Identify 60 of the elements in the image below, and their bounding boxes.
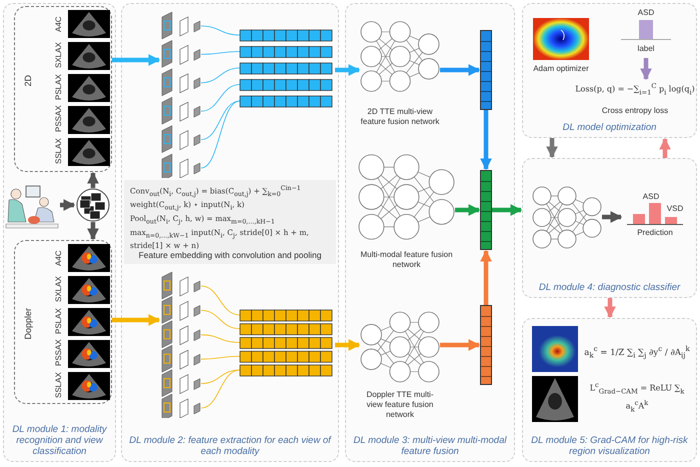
module-title: DL module 2: feature extraction for each view of each modality <box>128 435 332 457</box>
arrow <box>546 138 558 158</box>
class-label: ASD <box>642 192 660 202</box>
feature-vector-bar <box>480 30 492 110</box>
arrow <box>480 110 492 170</box>
view-label: PSLAX <box>54 76 64 100</box>
image-caption: Adam optimizer <box>532 64 590 74</box>
arrow <box>604 298 616 318</box>
arrow <box>87 222 99 240</box>
feature-vector-bar <box>480 305 492 385</box>
view-label: SXLAX <box>54 278 64 302</box>
network-caption: Multi-modal feature fusion network <box>359 250 454 270</box>
module-panel <box>522 158 697 298</box>
module-title: DL module 1: modality recognition and view classification <box>11 424 108 457</box>
arrow <box>492 204 522 216</box>
view-label: PSSAX <box>54 342 64 366</box>
arrow <box>602 211 622 223</box>
view-label: SSLAX <box>54 140 64 164</box>
module-title: DL module 4: diagnostic classifier <box>538 282 682 293</box>
module-title: DL module 3: multi-view multi-modal feature fusion <box>352 435 508 457</box>
arrow <box>112 314 160 326</box>
view-label: A4C <box>54 249 64 268</box>
view-label: SXLAX <box>54 44 64 68</box>
formula-caption: Feature embedding with convolution and pooling <box>138 250 322 260</box>
view-label: PSSAX <box>54 108 64 132</box>
view-label: A4C <box>54 15 64 34</box>
arrow <box>480 250 492 305</box>
network-caption: Doppler TTE multi-view feature fusion network <box>366 390 434 420</box>
module-panel <box>3 3 116 462</box>
arrow <box>440 64 480 76</box>
loss-formula: Loss(p, q) = −∑$_{i=1}$$^{C}$ p$_{i}$ log(q$_{i}$) <box>575 81 695 98</box>
network-caption: 2D TTE multi-view feature fusion network <box>360 107 440 127</box>
arrow <box>335 339 360 351</box>
arrow <box>640 58 652 80</box>
module-panel <box>522 318 697 462</box>
module-title: DL module 5: Grad-CAM for high-risk region visualization <box>530 435 689 457</box>
grad-cam-formula: L$^{c}$$_{Grad−CAM}$ = ReLU ∑$_{k}$ a$_{k}$$^{c}$A$^{k}$ <box>588 380 686 416</box>
class-label: ASD <box>636 8 656 18</box>
module-panel <box>522 3 697 138</box>
view-group-box <box>14 6 112 172</box>
feature-vector-bar <box>480 170 492 250</box>
axis-label: label <box>636 44 656 54</box>
formula-caption: Cross entropy loss <box>600 106 670 116</box>
module-panel <box>345 3 515 462</box>
arrow <box>112 54 160 66</box>
arrow <box>60 199 76 211</box>
arrow <box>335 64 360 76</box>
module-panel <box>121 3 339 462</box>
view-group-box <box>14 240 112 404</box>
class-label: VSD <box>666 204 684 214</box>
arrow <box>455 204 480 216</box>
axis-label: Prediction <box>636 228 674 238</box>
arrow <box>440 339 480 351</box>
module-title: DL model optimization <box>562 122 658 133</box>
view-label: SSLAX <box>54 374 64 398</box>
arrow <box>87 172 99 188</box>
view-label: PSLAX <box>54 310 64 334</box>
modality-label: Doppler <box>23 308 33 340</box>
modality-label: 2D <box>23 75 33 87</box>
arrow <box>659 138 671 158</box>
